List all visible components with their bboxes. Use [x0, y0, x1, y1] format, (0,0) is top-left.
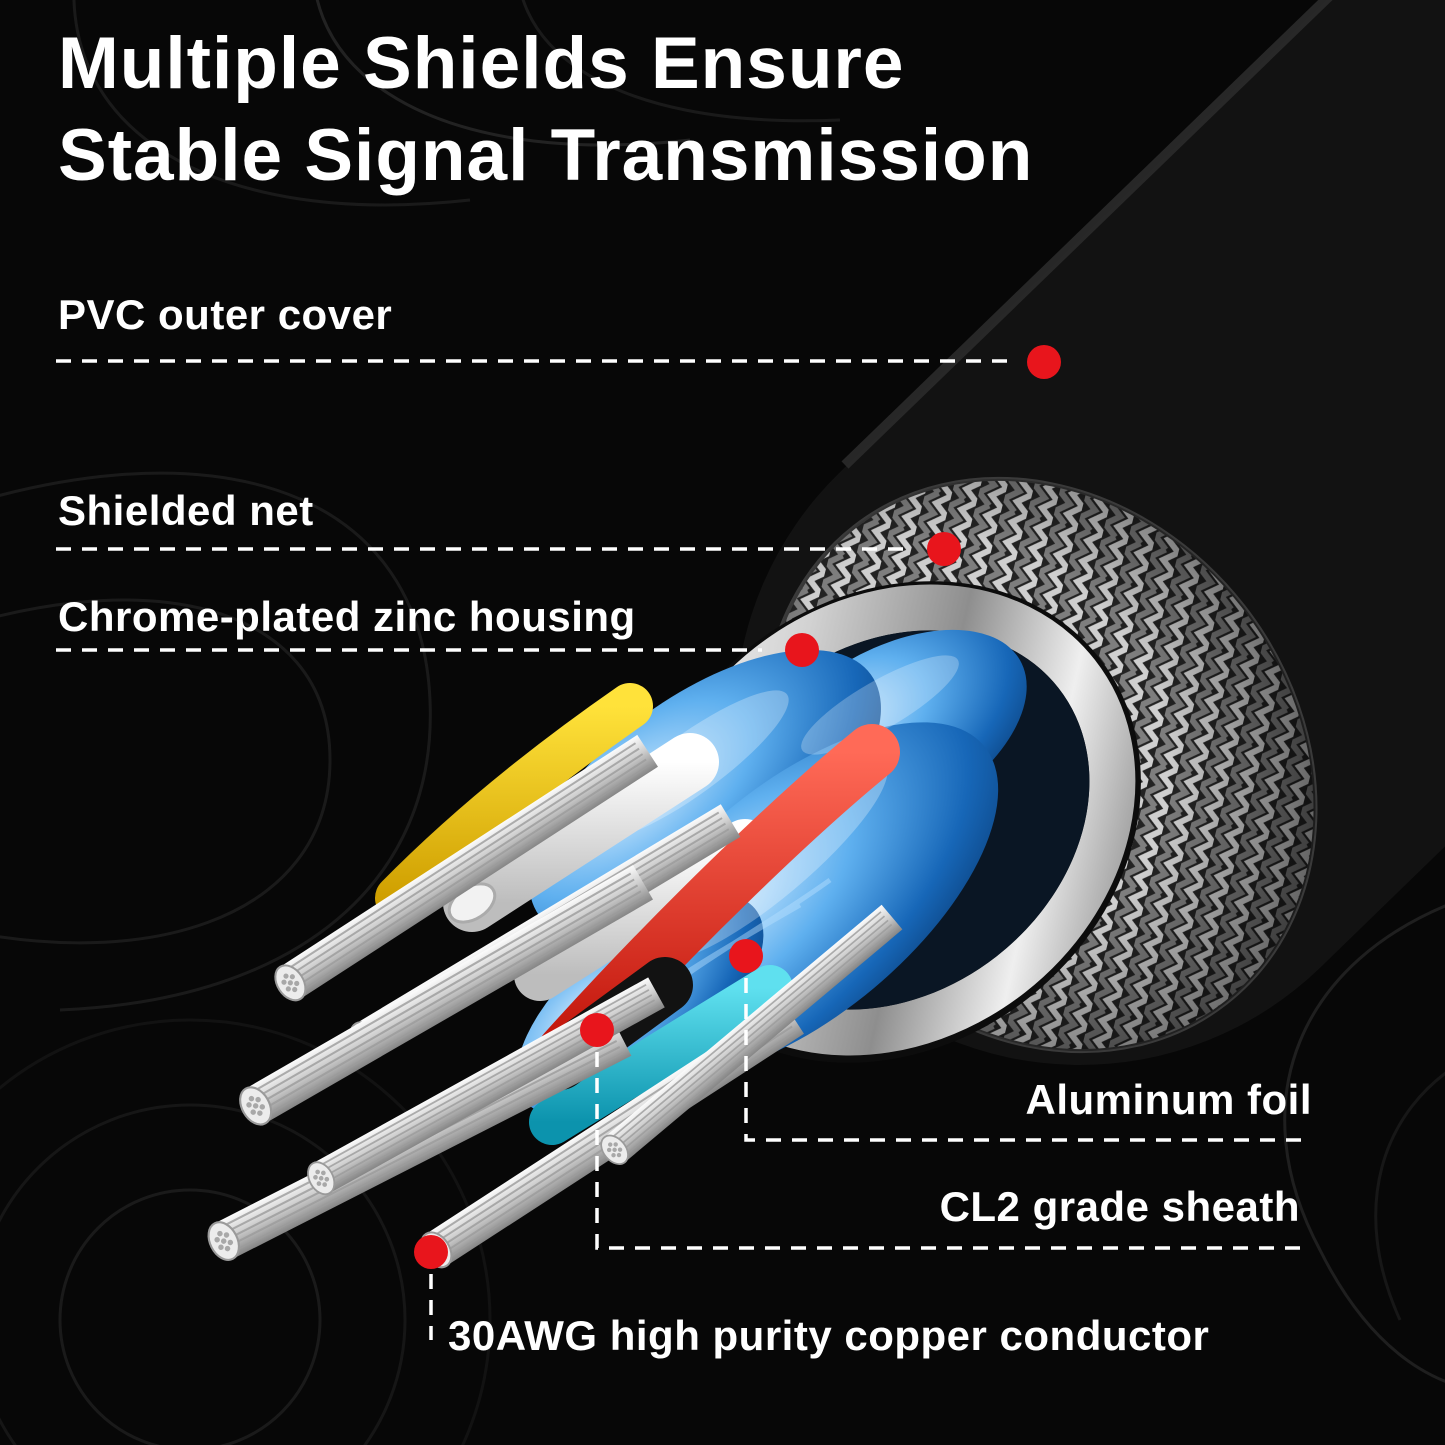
marker-aluminum-foil [729, 939, 763, 973]
label-shielded-net: Shielded net [58, 487, 314, 534]
marker-pvc [1027, 345, 1061, 379]
label-aluminum-foil: Aluminum foil [1025, 1076, 1312, 1123]
marker-copper-conductor [414, 1235, 448, 1269]
page-title: Multiple Shields Ensure Stable Signal Tr… [58, 18, 1033, 202]
yellow-wire [375, 683, 653, 921]
label-pvc-outer-cover: PVC outer cover [58, 291, 393, 338]
label-copper-conductor: 30AWG high purity copper conductor [448, 1312, 1210, 1359]
label-zinc-housing: Chrome-plated zinc housing [58, 593, 636, 640]
title-line-1: Multiple Shields Ensure [58, 23, 905, 104]
leader-lines [56, 359, 1312, 1340]
leader-cl2-sheath [595, 1052, 1300, 1250]
label-cl2-sheath: CL2 grade sheath [939, 1183, 1300, 1230]
title-line-2: Stable Signal Transmission [58, 114, 1034, 196]
marker-shielded-net [927, 532, 961, 566]
marker-dots [414, 345, 1061, 1269]
leader-aluminum-foil [744, 978, 1312, 1142]
marker-zinc-housing [785, 633, 819, 667]
teal-wire [529, 965, 793, 1145]
marker-cl2-sheath [580, 1013, 614, 1047]
white-wire [443, 733, 719, 932]
